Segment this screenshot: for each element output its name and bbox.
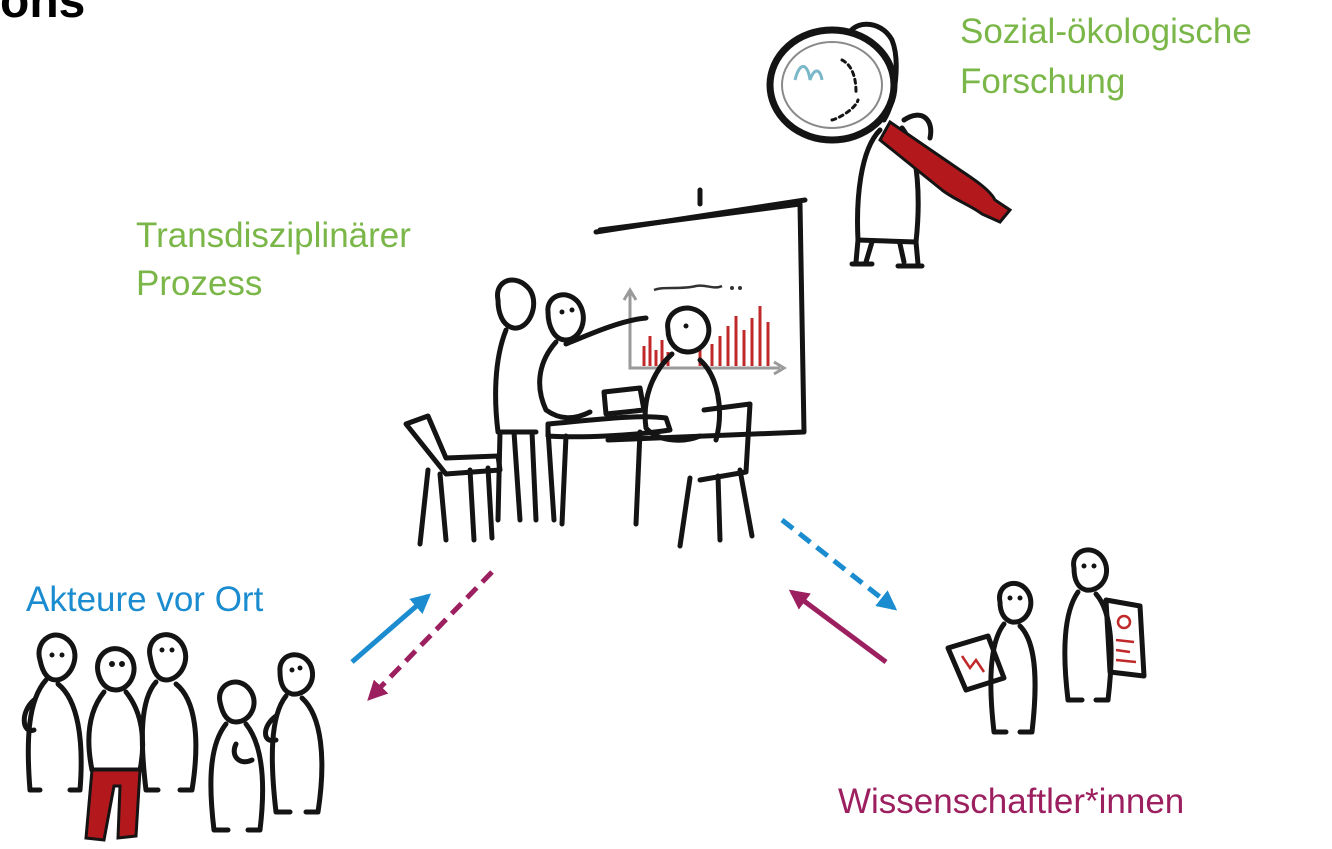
arrow-process-to-local — [367, 570, 494, 701]
label-scientists: Wissenschaftler*innen — [838, 782, 1185, 821]
local-actors-illustration — [21, 632, 325, 842]
arrow-local-to-process — [350, 593, 432, 664]
arrow-scientists-to-process — [788, 589, 888, 665]
label-transdisciplinary-line2: Prozess — [136, 264, 263, 303]
workshop-scene-illustration — [403, 187, 808, 549]
title-fragment: ons — [0, 0, 86, 28]
label-local-actors: Akteure vor Ort — [26, 580, 264, 619]
arrow-process-to-scientists — [780, 518, 898, 611]
label-social-ecological-research-line1: Sozial-ökologische — [960, 12, 1252, 51]
label-transdisciplinary-line1: Transdisziplinärer — [136, 216, 411, 255]
scientists-illustration — [945, 547, 1147, 735]
researcher-magnifier-illustration — [766, 21, 1013, 269]
label-social-ecological-research-line2: Forschung — [960, 62, 1126, 101]
